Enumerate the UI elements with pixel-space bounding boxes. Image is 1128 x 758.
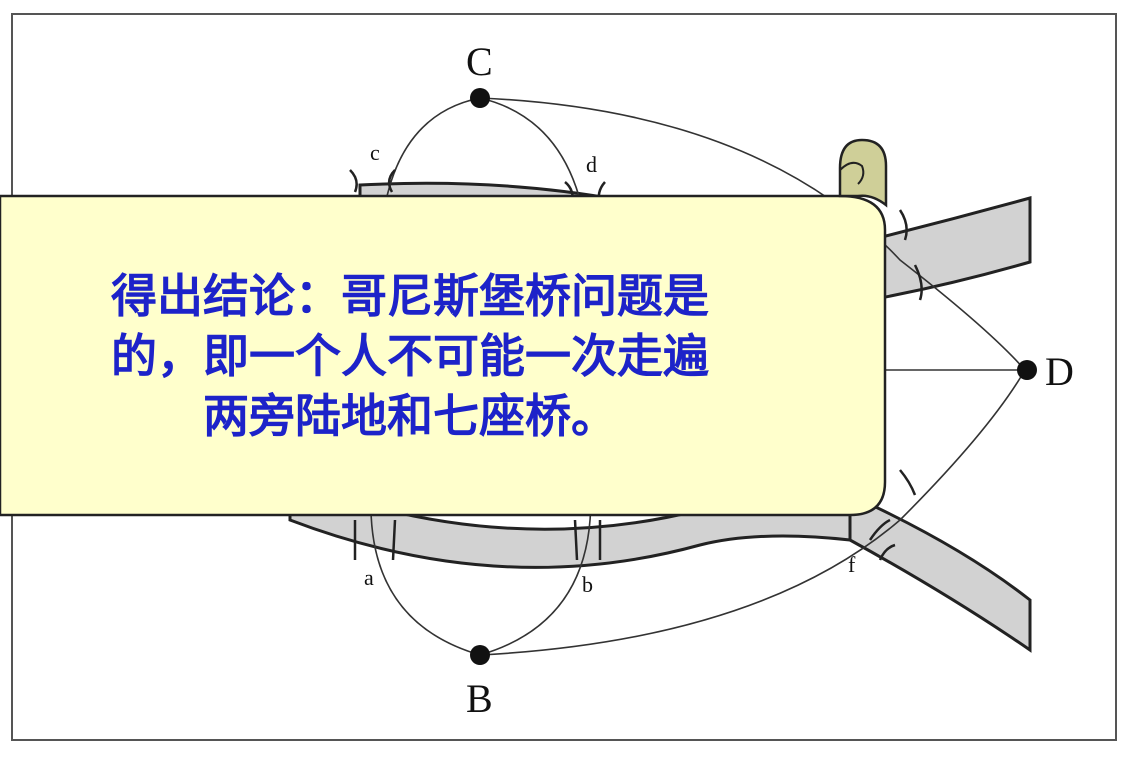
bridge-b-bracket [573,519,602,561]
scroll-curl-inner [839,161,865,185]
bridge-b-label: b [582,572,593,597]
bridge-f-bracket [868,518,896,561]
node-b-dot [470,645,490,665]
bridge-c-label: c [370,140,380,165]
bridge-a-label: a [364,565,374,590]
bridge-f-label: f [848,552,856,577]
bridge-a-bracket [353,519,397,561]
edge-bd [479,369,1026,656]
river-lower-right [848,492,1032,653]
node-c-label: C [466,39,493,84]
scroll-callout [0,138,888,517]
node-b-label: B [466,676,493,721]
bridge-d-label: d [586,152,597,177]
river-lower-left [288,477,852,569]
bridge-c-bracket [349,169,396,193]
scroll-body [0,194,887,517]
node-d-label: D [1045,349,1074,394]
river-upper-right [868,196,1032,302]
bridge-right-upper [898,209,923,301]
bridge-right-lower [899,469,917,496]
node-c-dot [470,88,490,108]
node-d-dot [1017,360,1037,380]
